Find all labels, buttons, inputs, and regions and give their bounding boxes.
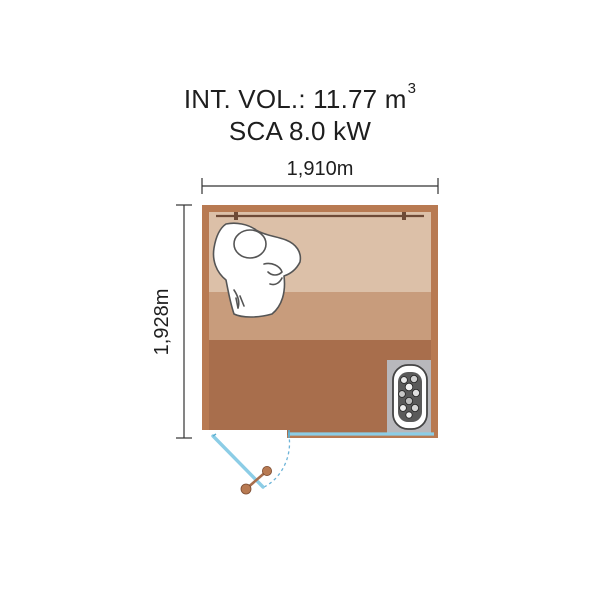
width-dimension-label: 1,910m bbox=[287, 158, 354, 180]
door-opening bbox=[202, 430, 211, 438]
sauna-heater-icon bbox=[392, 364, 428, 430]
internal-volume-label: INT. VOL.: 11.77 m3 bbox=[0, 80, 600, 115]
glass-door[interactable] bbox=[211, 434, 265, 489]
backrest-rail bbox=[216, 212, 424, 220]
internal-volume-text: INT. VOL.: 11.77 m bbox=[183, 84, 407, 114]
depth-dimension-label: 1,928m bbox=[151, 289, 173, 356]
heater-model-label: SCA 8.0 kW bbox=[228, 116, 372, 146]
seated-person-top-view-icon bbox=[212, 222, 302, 318]
depth-dimension: 1,928m bbox=[151, 204, 192, 439]
volume-unit-exponent: 3 bbox=[407, 80, 417, 97]
door-handle-icon[interactable] bbox=[240, 465, 272, 495]
width-dimension: 1,910m bbox=[201, 158, 439, 194]
door-swing-arc bbox=[263, 435, 291, 488]
door-opening-gap bbox=[211, 430, 287, 438]
